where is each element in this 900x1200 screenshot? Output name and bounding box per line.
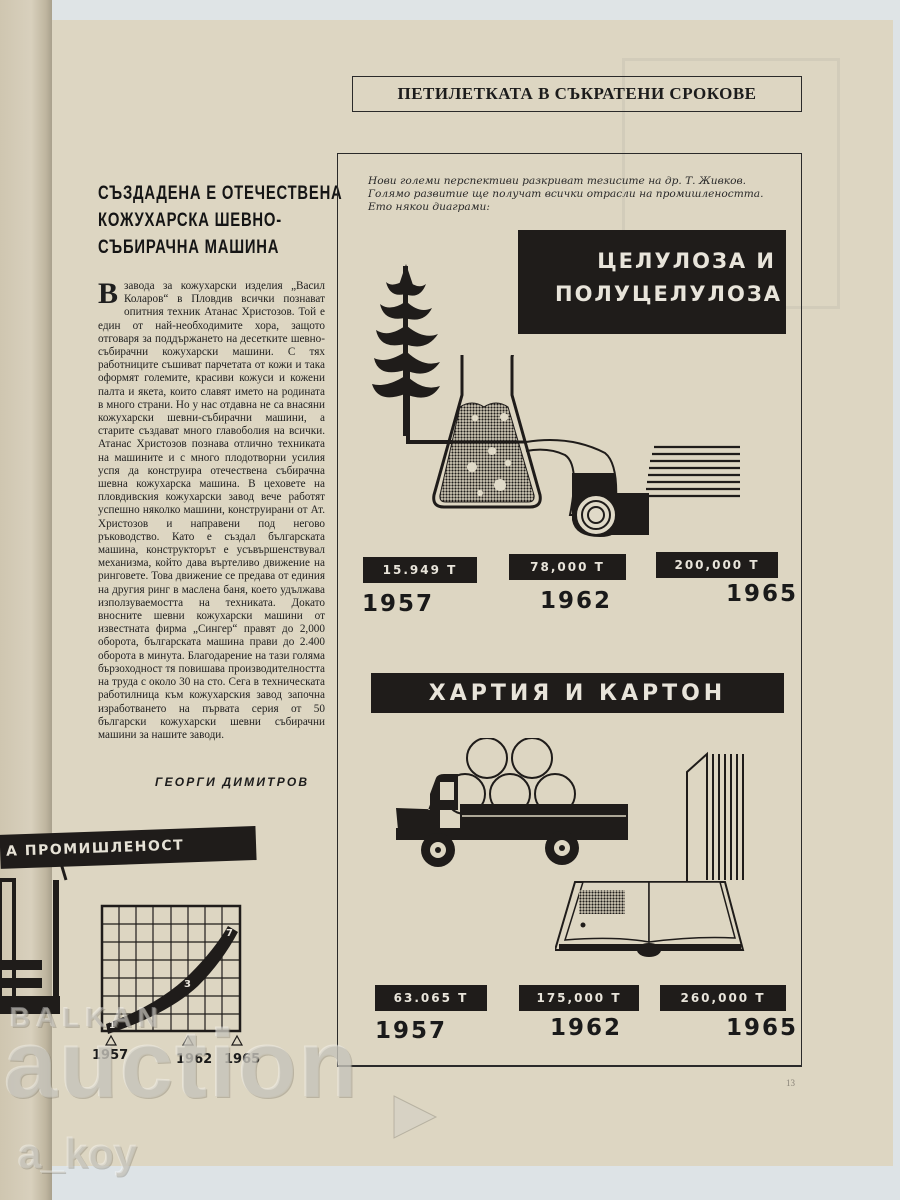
article-text: завода за кожухарски изделия „Васил Кола…	[98, 280, 325, 741]
section-header-title: ПЕТИЛЕТКАТА В СЪКРАТЕНИ СРОКОВЕ	[397, 84, 757, 103]
section-header: ПЕТИЛЕТКАТА В СЪКРАТЕНИ СРОКОВЕ	[352, 76, 802, 112]
watermark-brand-small: BALKAN	[10, 1002, 165, 1033]
paper-year-1957: 1957	[375, 1018, 448, 1044]
cellulose-year-1962: 1962	[540, 588, 613, 614]
cellulose-title-block: ЦЕЛУЛОЗА И ПОЛУЦЕЛУЛОЗА	[518, 230, 786, 334]
watermark-brand: auction	[4, 1011, 360, 1118]
paper-title-block: ХАРТИЯ И КАРТОН	[371, 673, 784, 713]
paper-year-1965: 1965	[726, 1015, 799, 1041]
infographic-frame	[337, 153, 802, 1065]
cellulose-title-line: ЦЕЛУЛОЗА И	[597, 249, 776, 273]
watermark-play-icon	[393, 1095, 438, 1139]
article-body: В завода за кожухарски изделия „Васил Ко…	[98, 277, 325, 742]
chart-year-1957: 1957	[92, 1048, 129, 1063]
paper-value-1957: 63.065 Т	[375, 985, 487, 1011]
watermark-username: a_koy	[18, 1130, 138, 1177]
paper-value-1965: 260,000 Т	[660, 985, 786, 1011]
cellulose-value-1962: 78,000 Т	[509, 554, 626, 580]
headline-line: КОЖУХАРСКА ШЕВНО-	[98, 210, 282, 231]
cellulose-year-1965: 1965	[726, 581, 799, 607]
headline-line: СЪБИРАЧНА МАШИНА	[98, 237, 280, 258]
infographic-intro: Нови големи перспективи разкриват тезиси…	[368, 175, 764, 213]
chart-point-label: 7	[226, 928, 233, 939]
cellulose-value-1957: 15.949 Т	[363, 557, 477, 583]
tree-icon	[372, 264, 440, 436]
open-book-icon	[555, 751, 745, 957]
chart-point-label: 1	[109, 1021, 115, 1031]
paper-year-1962: 1962	[550, 1015, 623, 1041]
chart-point-label: 3	[184, 979, 191, 990]
truck-icon	[396, 738, 628, 867]
article-byline: ГЕОРГИ ДИМИТРОВ	[155, 775, 310, 789]
headline-line: СЪЗДАДЕНА Е ОТЕЧЕСТВЕНА	[98, 183, 343, 204]
page-number-fragment: 13	[786, 1078, 795, 1088]
infographic-frame-bottom	[337, 1065, 802, 1067]
cellulose-title-line: ПОЛУЦЕЛУЛОЗА	[555, 282, 782, 306]
article-headline: СЪЗДАДЕНА Е ОТЕЧЕСТВЕНА КОЖУХАРСКА ШЕВНО…	[98, 180, 343, 261]
drop-cap: В	[98, 277, 119, 310]
background-strip	[52, 0, 900, 20]
cellulose-year-1957: 1957	[362, 591, 435, 617]
chart-year-1965: 1965	[224, 1052, 261, 1067]
chart-year-markers	[104, 1034, 244, 1046]
factory-fragment-icon	[0, 860, 68, 1014]
paper-value-1962: 175,000 Т	[519, 985, 639, 1011]
chart-year-1962: 1962	[176, 1052, 213, 1067]
flask-icon	[406, 355, 740, 537]
cellulose-value-1965: 200,000 Т	[656, 552, 778, 578]
growth-chart: 1 3 7	[100, 904, 242, 1034]
